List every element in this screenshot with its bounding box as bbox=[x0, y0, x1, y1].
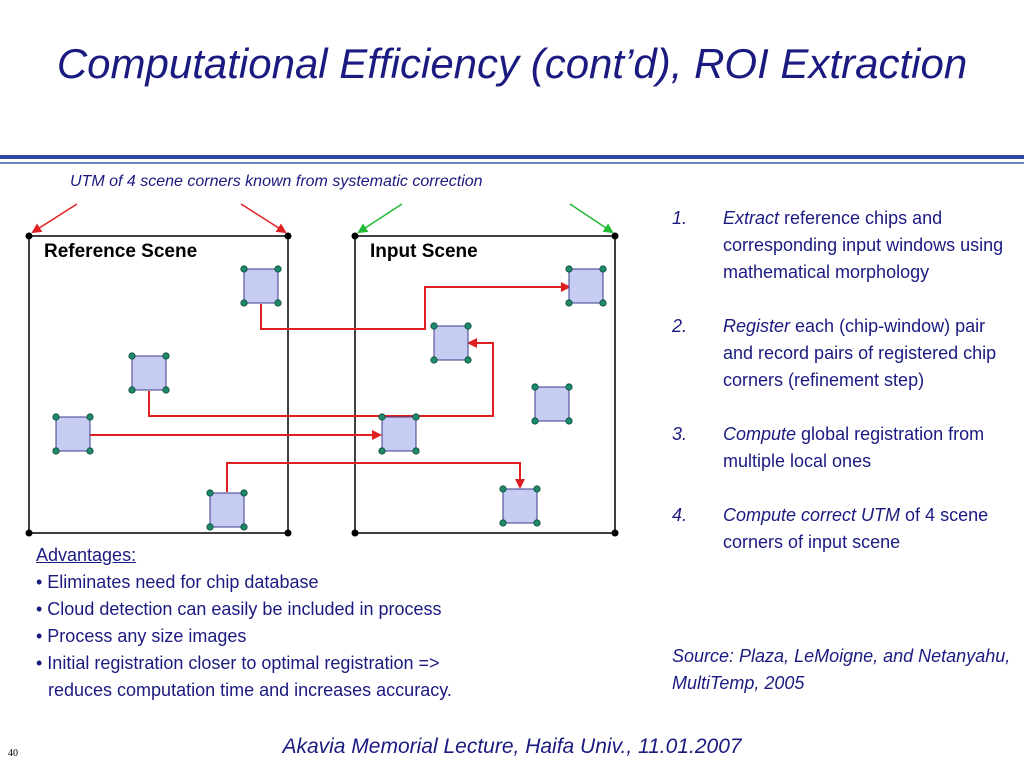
advantage-item: • Initial registration closer to optimal… bbox=[36, 653, 440, 673]
slide-title: Computational Efficiency (cont’d), ROI E… bbox=[56, 40, 968, 87]
chip-corner-dot bbox=[533, 485, 541, 493]
chip-corner-dot bbox=[499, 485, 507, 493]
step-item: 3. Compute global registration from multi… bbox=[672, 421, 1020, 475]
chip-corner-dot bbox=[378, 447, 386, 455]
procedure-steps: 1. Extract reference chips and correspond… bbox=[672, 205, 1020, 583]
chip-corner-dot bbox=[274, 265, 282, 273]
step-item: 1. Extract reference chips and correspond… bbox=[672, 205, 1020, 286]
chip-link-1 bbox=[260, 282, 571, 330]
step-verb: Compute bbox=[723, 424, 797, 444]
chip-corner-dot bbox=[464, 356, 472, 364]
advantage-item: • Eliminates need for chip database bbox=[36, 572, 319, 592]
chip-corner-dot bbox=[240, 265, 248, 273]
step-text: of 4 scene corners of input scene bbox=[723, 505, 989, 552]
input-window bbox=[430, 322, 472, 364]
step-verb: Compute correct UTM bbox=[723, 505, 901, 525]
chip-corner-dot bbox=[499, 519, 507, 527]
chip-corner-dot bbox=[128, 386, 136, 394]
chip-corner-dot bbox=[240, 489, 248, 497]
page-number: 40 bbox=[8, 748, 18, 759]
chip-link-4 bbox=[226, 462, 525, 492]
input-corner-arrow-left bbox=[357, 203, 403, 234]
input-corner-arrow-right bbox=[569, 203, 614, 234]
chip-corner-dot bbox=[430, 356, 438, 364]
title-divider bbox=[0, 155, 1024, 159]
corners-caption: UTM of 4 scene corners known from system… bbox=[70, 173, 483, 190]
step-text: global registration from multiple local … bbox=[723, 424, 985, 471]
chip-corner-dot bbox=[430, 322, 438, 330]
chip-corner-dot bbox=[565, 417, 573, 425]
chip-corner-dot bbox=[599, 299, 607, 307]
input-window bbox=[378, 413, 420, 455]
chip-corner-dot bbox=[240, 523, 248, 531]
chip-corner-dot bbox=[378, 413, 386, 421]
advantage-item: • Process any size images bbox=[36, 626, 247, 646]
chip-corner-dot bbox=[206, 523, 214, 531]
step-verb: Register bbox=[723, 316, 791, 336]
reference-chip bbox=[206, 489, 248, 531]
chip-link-2 bbox=[148, 338, 494, 417]
footer-lecture: Akavia Memorial Lecture, Haifa Univ., 11… bbox=[282, 735, 742, 758]
title-divider-thin bbox=[0, 162, 1024, 164]
advantages-heading: Advantages: bbox=[36, 545, 137, 565]
chip-corner-dot bbox=[565, 299, 573, 307]
reference-chip bbox=[128, 352, 170, 394]
reference-scene-label: Reference Scene bbox=[44, 241, 197, 262]
step-number: 3. bbox=[672, 424, 688, 444]
advantages-list: Advantages: • Eliminates need for chip d… bbox=[36, 542, 452, 704]
chip-corner-dot bbox=[531, 417, 539, 425]
step-number: 1. bbox=[672, 208, 688, 228]
chip-corner-dot bbox=[565, 265, 573, 273]
step-item: 4. Compute correct UTM of 4 scene corners… bbox=[672, 502, 1020, 556]
chip-corner-dot bbox=[86, 447, 94, 455]
step-text: each (chip-window) pair and record pairs… bbox=[723, 316, 997, 390]
source-citation: Source: Plaza, LeMoigne, and Netanyahu, … bbox=[672, 646, 1011, 693]
chip-corner-dot bbox=[240, 299, 248, 307]
chip-corner-dot bbox=[162, 352, 170, 360]
reference-scene-frame bbox=[28, 235, 289, 534]
chip-corner-dot bbox=[52, 413, 60, 421]
chip-corner-dot bbox=[412, 447, 420, 455]
input-window bbox=[531, 383, 573, 425]
advantage-item: • Cloud detection can easily be included… bbox=[36, 599, 442, 619]
chip-corner-dot bbox=[206, 489, 214, 497]
chip-corner-dot bbox=[464, 322, 472, 330]
input-scene-frame bbox=[354, 235, 616, 534]
input-scene-corners bbox=[351, 232, 619, 537]
advantage-item-continuation: reduces computation time and increases a… bbox=[48, 680, 452, 700]
step-item: 2. Register each (chip-window) pair and r… bbox=[672, 313, 1020, 394]
reference-corner-arrow-right bbox=[240, 203, 287, 234]
chip-corner-dot bbox=[565, 383, 573, 391]
reference-chip bbox=[240, 265, 282, 307]
chip-corner-dot bbox=[52, 447, 60, 455]
input-window bbox=[499, 485, 541, 527]
chip-corner-dot bbox=[533, 519, 541, 527]
chip-corner-dot bbox=[274, 299, 282, 307]
chip-corner-dot bbox=[412, 413, 420, 421]
step-verb: Extract bbox=[723, 208, 780, 228]
chip-corner-dot bbox=[531, 383, 539, 391]
step-text: reference chips and corresponding input … bbox=[723, 208, 1004, 282]
input-scene-label: Input Scene bbox=[370, 241, 478, 262]
chip-corner-dot bbox=[162, 386, 170, 394]
reference-corner-arrow-left bbox=[31, 203, 78, 234]
chip-corner-dot bbox=[86, 413, 94, 421]
reference-chip bbox=[52, 413, 94, 455]
step-number: 4. bbox=[672, 505, 688, 525]
reference-scene-corners bbox=[25, 232, 292, 537]
chip-corner-dot bbox=[599, 265, 607, 273]
input-window bbox=[565, 265, 607, 307]
step-number: 2. bbox=[672, 316, 688, 336]
chip-corner-dot bbox=[128, 352, 136, 360]
